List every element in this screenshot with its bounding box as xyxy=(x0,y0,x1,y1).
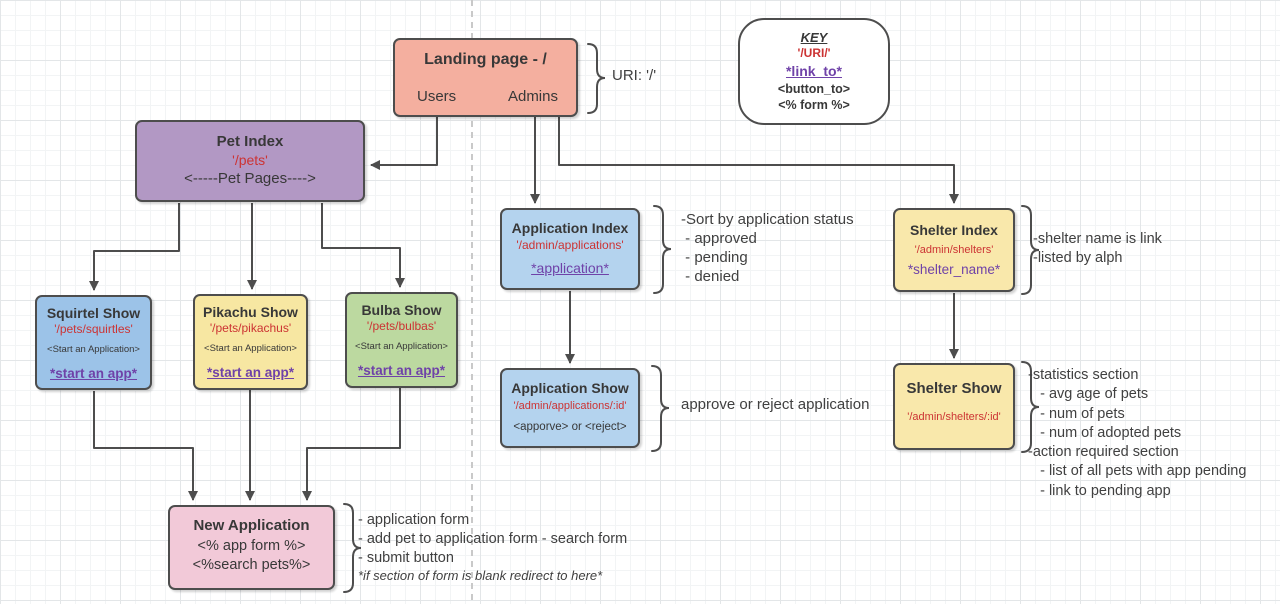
node-shelter-show[interactable]: Shelter Show '/admin/shelters/:id' xyxy=(893,363,1015,450)
application-index-link: *application* xyxy=(531,260,609,276)
pet-index-uri: '/pets' xyxy=(232,152,268,168)
application-show-buttons: <apporve> or <reject> xyxy=(513,421,627,433)
arrow-landing-to-pet-index xyxy=(370,117,438,170)
node-shelter-index[interactable]: Shelter Index '/admin/shelters' *shelter… xyxy=(893,208,1015,292)
key-button-example: <button_to> xyxy=(777,82,851,96)
squirtle-show-uri: '/pets/squirtles' xyxy=(54,322,133,336)
pikachu-show-button: <Start an Application> xyxy=(204,343,297,354)
pikachu-show-title: Pikachu Show xyxy=(203,304,298,320)
annotation-new-application-redirect: *if section of form is blank redirect to… xyxy=(358,568,603,583)
brace-application-index xyxy=(653,205,672,294)
squirtle-show-link: *start an app* xyxy=(49,366,138,381)
shelter-index-title: Shelter Index xyxy=(910,222,998,238)
brace-application-show xyxy=(651,365,670,452)
node-pet-index[interactable]: Pet Index '/pets' <-----Pet Pages----> xyxy=(135,120,365,202)
brace-landing xyxy=(587,43,606,114)
pet-index-title: Pet Index xyxy=(216,133,284,150)
application-index-uri: '/admin/applications' xyxy=(516,238,624,252)
bulba-show-title: Bulba Show xyxy=(361,302,442,318)
node-landing-page[interactable]: Landing page - / Users Admins xyxy=(393,38,578,117)
new-application-form: <% app form %> xyxy=(197,538,306,554)
application-show-title: Application Show xyxy=(511,380,629,396)
annotation-shelter-index: -shelter name is link -listed by alph xyxy=(1033,231,1162,266)
shelter-show-uri: '/admin/shelters/:id' xyxy=(907,411,1001,423)
annotation-new-application: - application form - add pet to applicat… xyxy=(358,512,628,566)
key-link-example: *link_to* xyxy=(785,63,842,79)
pet-index-note: <-----Pet Pages----> xyxy=(184,170,316,187)
new-application-title: New Application xyxy=(193,517,310,534)
landing-admins-label: Admins xyxy=(507,88,558,105)
landing-title: Landing page - / xyxy=(424,51,547,68)
annotation-landing-uri: URI: '/' xyxy=(612,67,657,84)
shelter-index-link: *shelter_name* xyxy=(907,262,1001,277)
arrow-squirtle-to-new-application xyxy=(93,391,198,501)
key-uri-example: '/URI/' xyxy=(797,46,831,60)
landing-users-label: Users xyxy=(417,88,457,105)
arrow-pet-index-to-squirtle-show xyxy=(89,203,180,291)
node-squirtle-show[interactable]: Squirtel Show '/pets/squirtles' <Start a… xyxy=(35,295,152,390)
node-application-index[interactable]: Application Index '/admin/applications' … xyxy=(500,208,640,290)
annotation-shelter-show: -statistics section - avg age of pets - … xyxy=(1028,367,1247,499)
annotation-application-index: -Sort by application status - approved -… xyxy=(681,211,854,285)
bulba-show-link: *start an app* xyxy=(357,363,446,378)
shelter-index-uri: '/admin/shelters' xyxy=(914,244,994,256)
pikachu-show-uri: '/pets/pikachus' xyxy=(209,321,292,335)
arrow-bulba-to-new-application xyxy=(302,388,401,501)
squirtle-show-button: <Start an Application> xyxy=(47,344,140,355)
node-application-show[interactable]: Application Show '/admin/applications/:i… xyxy=(500,368,640,448)
application-show-uri: '/admin/applications/:id' xyxy=(513,400,627,412)
node-new-application[interactable]: New Application <% app form %> <%search … xyxy=(168,505,335,590)
squirtle-show-title: Squirtel Show xyxy=(46,305,141,321)
bulba-show-button: <Start an Application> xyxy=(355,341,448,352)
key-title: KEY xyxy=(800,30,828,45)
new-application-search: <%search pets%> xyxy=(192,557,311,573)
arrow-pet-index-to-bulba-show xyxy=(321,203,405,288)
node-bulba-show[interactable]: Bulba Show '/pets/bulbas' <Start an Appl… xyxy=(345,292,458,388)
annotation-application-show: approve or reject application xyxy=(681,396,870,413)
pikachu-show-link: *start an app* xyxy=(206,365,295,380)
arrow-landing-to-shelter-index xyxy=(558,117,959,204)
node-key-legend[interactable]: KEY '/URI/' *link_to* <button_to> <% for… xyxy=(738,18,890,125)
node-pikachu-show[interactable]: Pikachu Show '/pets/pikachus' <Start an … xyxy=(193,294,308,390)
application-index-title: Application Index xyxy=(511,220,629,236)
key-form-example: <% form %> xyxy=(778,98,850,112)
bulba-show-uri: '/pets/bulbas' xyxy=(366,319,437,333)
shelter-show-title: Shelter Show xyxy=(906,380,1002,397)
